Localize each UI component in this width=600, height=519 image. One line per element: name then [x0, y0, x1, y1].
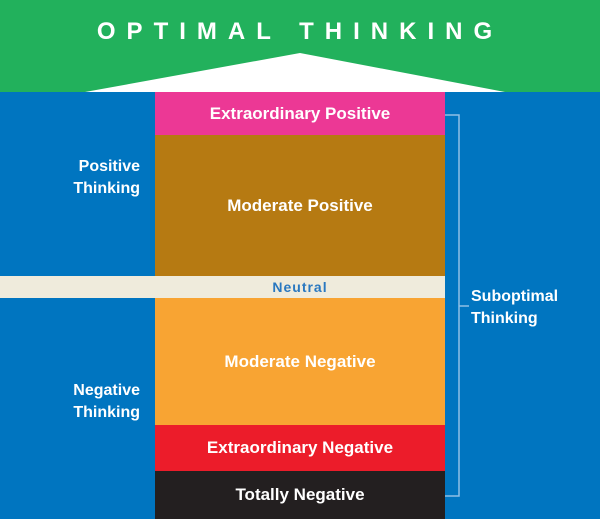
- optimal-triangle: [85, 53, 505, 92]
- label-line: Positive: [78, 158, 140, 175]
- label-line: Suboptimal: [471, 288, 559, 305]
- level-moderate-negative: Moderate Negative: [155, 298, 445, 425]
- label-line: Negative: [73, 382, 140, 399]
- label-line: Thinking: [73, 404, 140, 421]
- level-extraordinary-negative: Extraordinary Negative: [155, 425, 445, 471]
- level-neutral: Neutral: [0, 276, 445, 298]
- level-moderate-positive: Moderate Positive: [155, 135, 445, 276]
- label-line: Thinking: [471, 310, 538, 327]
- negative-thinking-label: Negative Thinking: [20, 380, 140, 424]
- level-extraordinary-positive: Extraordinary Positive: [155, 92, 445, 135]
- label-line: Thinking: [73, 180, 140, 197]
- positive-thinking-label: Positive Thinking: [20, 156, 140, 200]
- suboptimal-thinking-label: Suboptimal Thinking: [471, 286, 558, 330]
- optimal-thinking-title: OPTIMAL THINKING: [96, 18, 504, 45]
- suboptimal-bracket: [445, 114, 469, 497]
- level-totally-negative: Totally Negative: [155, 471, 445, 519]
